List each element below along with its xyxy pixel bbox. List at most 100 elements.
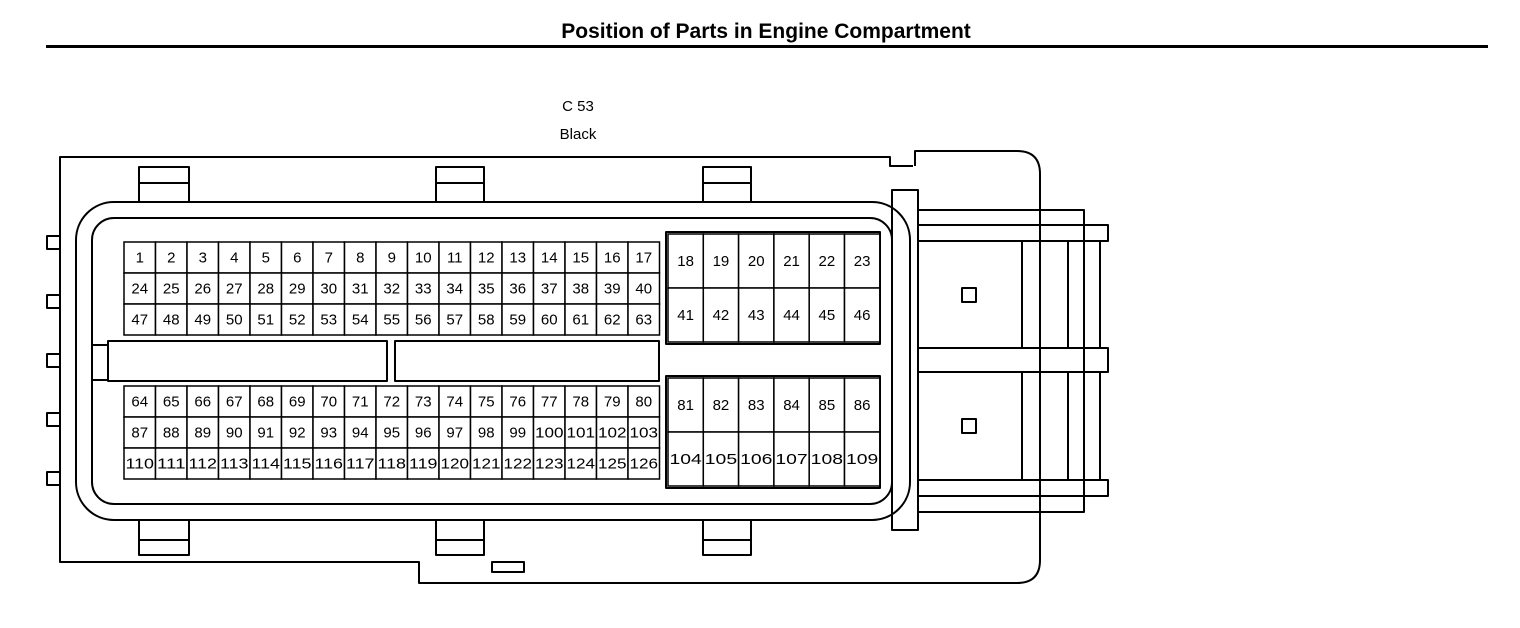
- pin-cell: [773, 431, 810, 487]
- pin-cell: [564, 303, 598, 336]
- pin-cell: [667, 233, 705, 289]
- pin-cell: [469, 385, 503, 418]
- pin-label: 36: [509, 281, 526, 298]
- pin-label: 123: [535, 456, 564, 473]
- pin-label: 65: [163, 394, 180, 411]
- bottom-tab: [138, 519, 190, 556]
- pin-cell: [564, 241, 598, 274]
- pin-label: 5: [262, 250, 270, 267]
- pin-label: 90: [226, 425, 243, 442]
- pin-label: 122: [504, 456, 533, 473]
- pin-label: 88: [163, 425, 180, 442]
- pin-label: 35: [478, 281, 495, 298]
- pin-label: 48: [163, 312, 180, 329]
- pin-label: 58: [478, 312, 495, 329]
- pin-label: 82: [713, 397, 730, 414]
- pin-label: 12: [478, 250, 495, 267]
- pin-label: 75: [478, 394, 495, 411]
- pin-label: 111: [157, 456, 186, 473]
- pin-label: 105: [705, 451, 737, 468]
- pin-cell: [595, 272, 629, 305]
- pin-label: 102: [598, 425, 627, 442]
- pin-label: 61: [572, 312, 589, 329]
- lever-arm-bottom: [917, 479, 1109, 497]
- pin-label: 18: [677, 253, 694, 270]
- pin-cell: [123, 447, 157, 480]
- pin-cell: [737, 431, 775, 487]
- pin-cell: [843, 287, 881, 343]
- pin-label: 32: [383, 281, 400, 298]
- lever-arm-mid: [917, 347, 1109, 373]
- pin-label: 73: [415, 394, 432, 411]
- left-peg: [46, 294, 61, 309]
- pin-label: 87: [131, 425, 148, 442]
- pin-cell: [532, 303, 566, 336]
- pin-label: 30: [320, 281, 337, 298]
- pin-cell: [702, 287, 740, 343]
- separator-slot-left: [107, 340, 388, 382]
- pin-label: 44: [783, 307, 800, 324]
- top-tab: [138, 166, 190, 203]
- pin-cell: [532, 272, 566, 305]
- pin-label: 22: [819, 253, 836, 270]
- pin-label: 59: [509, 312, 526, 329]
- pin-cell: [501, 303, 535, 336]
- pin-cell: [343, 385, 377, 418]
- pin-label: 121: [472, 456, 501, 473]
- pin-cell: [249, 303, 283, 336]
- pin-label: 55: [383, 312, 400, 329]
- lever-lock: [961, 418, 977, 434]
- pin-label: 15: [572, 250, 589, 267]
- pin-label: 56: [415, 312, 432, 329]
- pin-label: 72: [383, 394, 400, 411]
- pin-cell: [375, 447, 409, 480]
- pin-label: 114: [252, 456, 281, 473]
- pin-label: 66: [194, 394, 211, 411]
- pin-label: 31: [352, 281, 369, 298]
- pin-label: 40: [635, 281, 652, 298]
- pin-label: 86: [854, 397, 871, 414]
- left-peg: [46, 353, 61, 368]
- pin-label: 43: [748, 307, 765, 324]
- pin-label: 98: [478, 425, 495, 442]
- pin-label: 97: [446, 425, 463, 442]
- pin-cell: [532, 416, 566, 449]
- pin-cell: [773, 287, 810, 343]
- pin-label: 16: [604, 250, 621, 267]
- pin-label: 99: [509, 425, 526, 442]
- bottom-tab: [435, 519, 485, 556]
- pin-label: 120: [441, 456, 470, 473]
- pin-cell: [154, 241, 188, 274]
- pin-cell: [627, 241, 661, 274]
- pin-label: 8: [356, 250, 364, 267]
- pin-cell: [123, 385, 157, 418]
- pin-label: 126: [630, 456, 659, 473]
- pin-cell: [154, 416, 188, 449]
- pin-label: 93: [320, 425, 337, 442]
- pin-label: 52: [289, 312, 306, 329]
- pin-label: 106: [740, 451, 772, 468]
- pin-cell: [123, 241, 157, 274]
- lever-lock: [961, 287, 977, 303]
- pin-label: 24: [131, 281, 148, 298]
- pin-label: 60: [541, 312, 558, 329]
- pin-cell: [343, 272, 377, 305]
- pin-cell: [501, 272, 535, 305]
- pin-cell: [375, 416, 409, 449]
- pin-cell: [808, 233, 846, 289]
- pin-label: 13: [509, 250, 526, 267]
- pin-label: 116: [315, 456, 344, 473]
- pin-label: 21: [783, 253, 800, 270]
- pin-cell: [217, 385, 251, 418]
- pin-label: 3: [199, 250, 207, 267]
- pin-cell: [595, 303, 629, 336]
- pin-label: 67: [226, 394, 243, 411]
- pin-label: 91: [257, 425, 274, 442]
- pin-cell: [312, 447, 346, 480]
- pin-label: 101: [567, 425, 596, 442]
- pin-label: 96: [415, 425, 432, 442]
- pin-label: 119: [409, 456, 438, 473]
- lever-arm-top: [917, 224, 1109, 242]
